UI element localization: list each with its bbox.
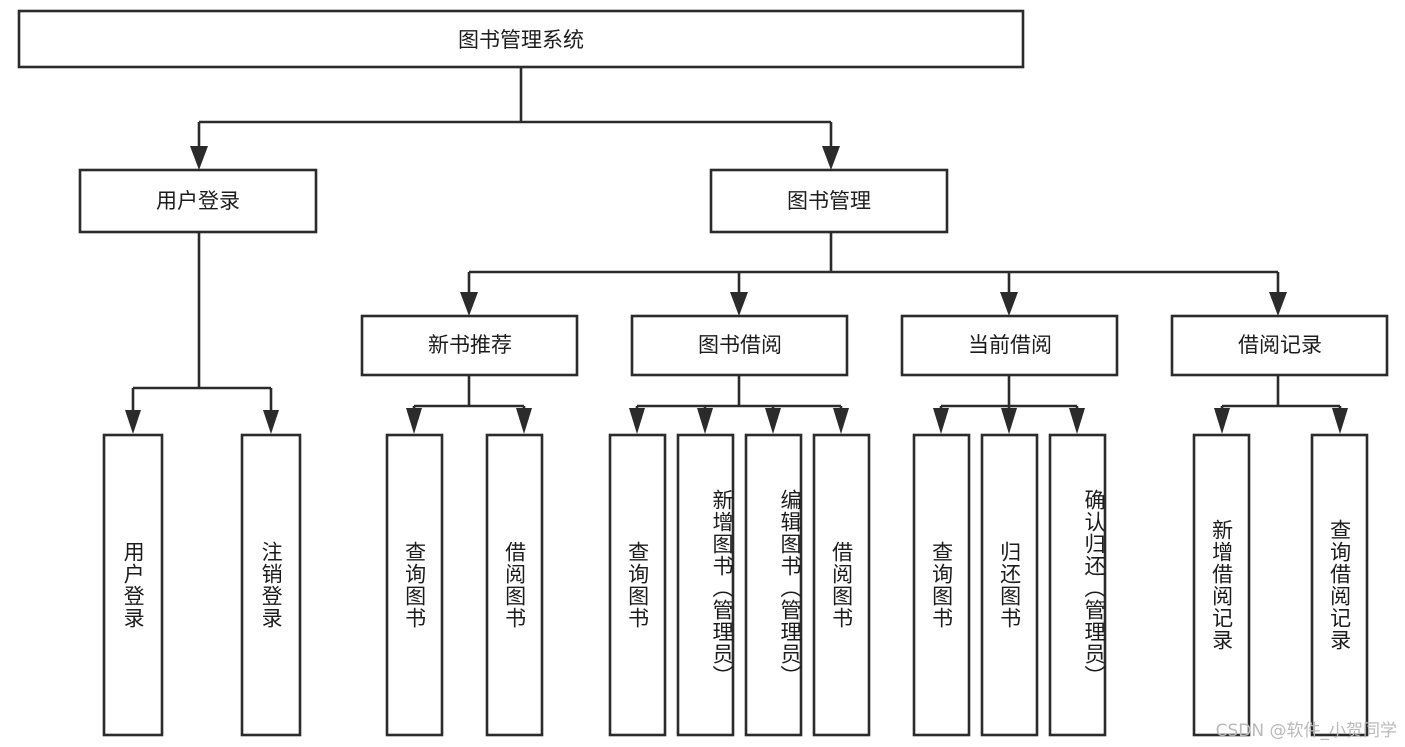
node-new-book-recommend-label: 新书推荐 [428, 333, 512, 357]
arrow-to-current-borrow [1000, 292, 1018, 316]
arrow-to-book-borrow [730, 292, 748, 316]
connector-user-login-bus [131, 232, 273, 410]
node-user-login-box[interactable] [78, 168, 318, 234]
node-borrow-record-box[interactable] [1170, 314, 1389, 377]
arrow-to-leaf-add-book [697, 408, 713, 434]
node-leaf-borrow-book-2-box[interactable] [812, 433, 871, 737]
arrow-to-leaf-user-login [125, 410, 141, 434]
node-leaf-edit-book-box[interactable] [744, 433, 803, 737]
node-leaf-query-record-box[interactable] [1310, 433, 1369, 737]
arrow-to-leaf-query-record [1332, 408, 1348, 434]
connector-new-book-recommend-bus [412, 375, 526, 412]
arrow-to-leaf-user-logout [263, 410, 279, 434]
node-new-book-recommend[interactable]: 新书推荐 [360, 314, 579, 377]
connector-book-borrow-bus [635, 375, 843, 412]
connector-borrow-record-bus [1220, 375, 1342, 412]
arrow-to-leaf-borrow-book-2 [833, 408, 849, 434]
node-root-label: 图书管理系统 [458, 28, 584, 52]
node-leaf-return-book-box[interactable] [980, 433, 1039, 737]
node-borrow-record[interactable]: 借阅记录 [1170, 314, 1389, 377]
arrow-to-leaf-borrow-book-1 [516, 408, 532, 434]
node-book-borrow-label: 图书借阅 [698, 333, 782, 357]
watermark-text: CSDN @软件_小贺同学 [1215, 721, 1397, 741]
node-leaf-query-book-3-box[interactable] [912, 433, 971, 737]
node-book-manage-box[interactable] [709, 168, 949, 234]
node-book-borrow[interactable]: 图书借阅 [630, 314, 849, 377]
connector-book-manage-bus [467, 232, 1280, 292]
arrow-to-leaf-return-book [1001, 408, 1017, 434]
arrow-root-to-user-login [190, 146, 208, 170]
node-user-login-label: 用户登录 [156, 189, 240, 213]
node-current-borrow[interactable]: 当前借阅 [900, 314, 1119, 377]
connector-current-borrow-bus [939, 375, 1079, 412]
arrow-to-leaf-add-record [1214, 408, 1230, 434]
node-root[interactable]: 图书管理系统 [17, 9, 1025, 69]
node-book-borrow-box[interactable] [630, 314, 849, 377]
arrow-to-leaf-confirm-return [1069, 408, 1085, 434]
arrow-to-borrow-record [1269, 292, 1287, 316]
arrow-to-leaf-query-book-3 [933, 408, 949, 434]
node-root-box[interactable] [17, 9, 1025, 69]
node-book-manage-label: 图书管理 [787, 189, 871, 213]
node-book-manage[interactable]: 图书管理 [709, 168, 949, 234]
connector-layer [125, 67, 1348, 434]
node-user-login[interactable]: 用户登录 [78, 168, 318, 234]
node-new-book-recommend-box[interactable] [360, 314, 579, 377]
node-leaf-query-book-1-box[interactable] [385, 433, 444, 737]
arrow-to-leaf-query-book-1 [406, 408, 422, 434]
node-leaf-user-login-box[interactable] [102, 433, 164, 737]
arrow-to-new-book-recommend [460, 292, 478, 316]
connector-root-bus [197, 67, 833, 146]
node-borrow-record-label: 借阅记录 [1238, 333, 1322, 357]
arrow-to-leaf-query-book-2 [629, 408, 645, 434]
node-leaf-query-book-2-box[interactable] [608, 433, 667, 737]
node-leaf-borrow-book-1-box[interactable] [485, 433, 544, 737]
arrow-to-leaf-edit-book [765, 408, 781, 434]
node-current-borrow-box[interactable] [900, 314, 1119, 377]
arrow-root-to-book-manage [822, 146, 840, 170]
node-leaf-add-book-box[interactable] [676, 433, 735, 737]
node-current-borrow-label: 当前借阅 [968, 333, 1052, 357]
node-leaf-add-record-box[interactable] [1192, 433, 1251, 737]
node-leaf-user-logout-box[interactable] [240, 433, 302, 737]
node-leaf-confirm-return-box[interactable] [1048, 433, 1107, 737]
